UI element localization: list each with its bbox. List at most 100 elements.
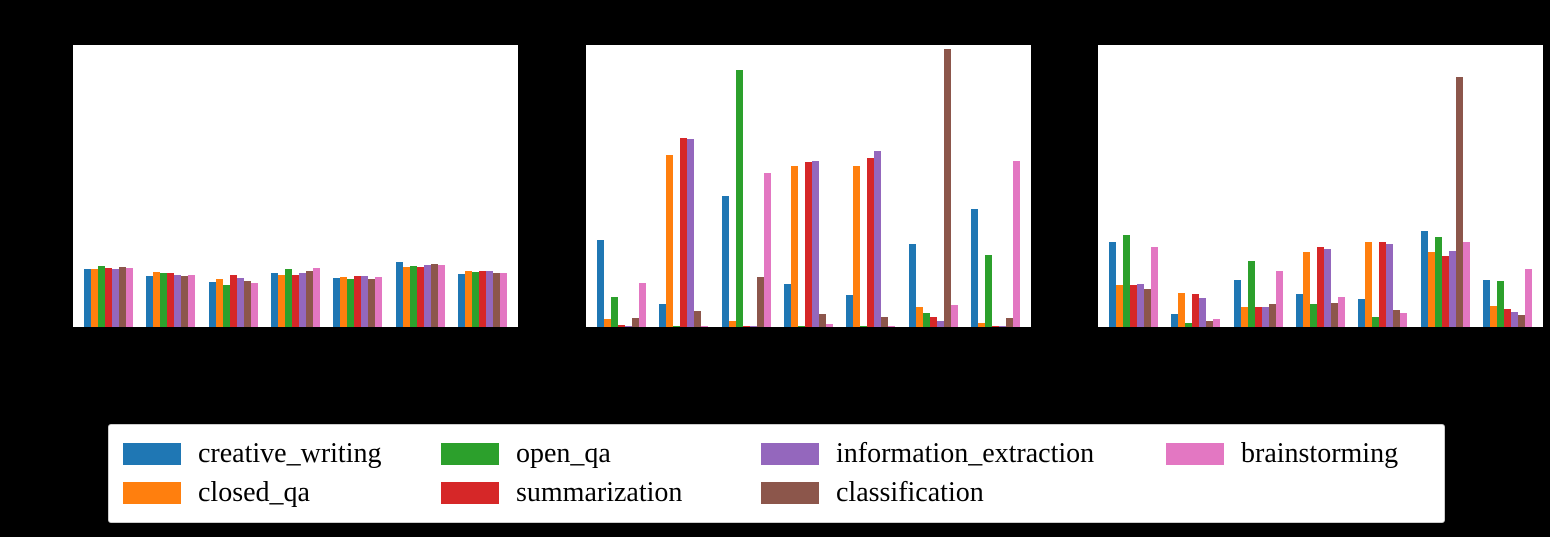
bar-open-qa	[409, 266, 417, 327]
bar-creative-writing	[270, 273, 278, 327]
bar-classification	[1330, 303, 1338, 327]
legend-label-information-extraction: information_extraction	[836, 438, 1095, 470]
bar-summarization	[617, 325, 625, 327]
bar-brainstorming	[1013, 160, 1021, 327]
bar-classification	[1206, 320, 1214, 327]
bar-classification	[818, 314, 826, 327]
bar-closed-qa	[1240, 307, 1248, 327]
bar-information-extraction	[1136, 284, 1144, 327]
chart-panel-1	[73, 45, 518, 327]
bar-group	[846, 45, 896, 327]
bar-closed-qa	[666, 154, 674, 327]
bar-summarization	[416, 267, 424, 327]
bar-closed-qa	[603, 319, 611, 327]
bar-classification	[243, 281, 251, 327]
bar-brainstorming	[1462, 242, 1470, 327]
legend-swatch-classification	[761, 481, 819, 504]
bar-information-extraction	[174, 274, 182, 327]
bar-open-qa	[1247, 260, 1255, 327]
bar-information-extraction	[999, 326, 1007, 327]
bar-open-qa	[1309, 303, 1317, 327]
bar-open-qa	[472, 271, 480, 327]
legend-entry-brainstorming[interactable]: brainstorming	[1166, 440, 1398, 468]
bar-creative-writing	[1483, 279, 1491, 327]
bar-open-qa	[673, 325, 681, 327]
legend-entry-closed-qa[interactable]: closed_qa	[123, 478, 441, 507]
legend-swatch-information-extraction	[761, 443, 819, 466]
bar-closed-qa	[728, 320, 736, 327]
bar-open-qa	[222, 285, 230, 327]
bar-summarization	[992, 326, 1000, 327]
bar-closed-qa	[1302, 252, 1310, 327]
bar-information-extraction	[361, 276, 369, 327]
bar-brainstorming	[763, 173, 771, 327]
bar-creative-writing	[659, 304, 667, 327]
bar-closed-qa	[402, 266, 410, 327]
bar-open-qa	[860, 325, 868, 327]
bar-summarization	[1316, 247, 1324, 327]
legend-entry-open-qa[interactable]: open_qa	[441, 440, 761, 468]
panel-3-plot-area	[1098, 45, 1543, 327]
bar-brainstorming	[312, 268, 320, 327]
bar-classification	[1268, 303, 1276, 327]
bar-group	[1233, 45, 1283, 327]
bar-creative-writing	[1108, 242, 1116, 327]
bar-classification	[181, 275, 189, 327]
bar-creative-writing	[908, 243, 916, 327]
bar-information-extraction	[687, 138, 695, 327]
bar-classification	[368, 279, 376, 327]
bar-closed-qa	[465, 270, 473, 327]
bar-creative-writing	[208, 281, 216, 327]
panel-1-plot-area	[73, 45, 518, 327]
bar-summarization	[229, 275, 237, 327]
bar-creative-writing	[1295, 293, 1303, 327]
bar-creative-writing	[1420, 231, 1428, 327]
bar-information-extraction	[624, 325, 632, 327]
bar-classification	[756, 276, 764, 327]
bar-closed-qa	[915, 306, 923, 327]
bar-creative-writing	[596, 239, 604, 327]
bar-classification	[1518, 315, 1526, 327]
bar-brainstorming	[437, 264, 445, 327]
bar-open-qa	[97, 265, 105, 327]
bar-summarization	[291, 274, 299, 327]
bar-summarization	[1192, 293, 1200, 327]
bar-brainstorming	[1213, 319, 1221, 327]
bar-information-extraction	[1323, 249, 1331, 327]
bar-information-extraction	[1511, 312, 1519, 327]
legend-entry-creative-writing[interactable]: creative_writing	[123, 440, 441, 468]
legend-swatch-open-qa	[441, 443, 499, 466]
bar-classification	[881, 317, 889, 327]
bar-closed-qa	[1365, 242, 1373, 327]
bar-open-qa	[347, 278, 355, 327]
bar-summarization	[104, 268, 112, 327]
bar-information-extraction	[1448, 251, 1456, 327]
bar-brainstorming	[888, 326, 896, 327]
legend-entry-information-extraction[interactable]: information_extraction	[761, 440, 1166, 468]
bar-classification	[493, 273, 501, 327]
bar-classification	[305, 270, 313, 327]
bar-open-qa	[985, 255, 993, 327]
bar-group	[146, 45, 196, 327]
bar-creative-writing	[83, 269, 91, 327]
bar-information-extraction	[811, 161, 819, 327]
legend-entry-classification[interactable]: classification	[761, 476, 1166, 508]
legend-entry-summarization[interactable]: summarization	[441, 478, 761, 507]
bar-creative-writing	[1358, 298, 1366, 327]
bar-summarization	[1129, 284, 1137, 327]
bar-creative-writing	[1233, 279, 1241, 327]
bar-group	[783, 45, 833, 327]
bar-open-qa	[735, 70, 743, 327]
bar-brainstorming	[825, 323, 833, 327]
legend-swatch-summarization	[441, 481, 499, 504]
bar-closed-qa	[277, 275, 285, 327]
bar-group	[971, 45, 1021, 327]
bar-closed-qa	[153, 271, 161, 327]
bar-group	[1295, 45, 1345, 327]
legend-label-classification: classification	[836, 476, 984, 508]
bar-brainstorming	[1525, 269, 1533, 327]
bar-closed-qa	[215, 278, 223, 327]
legend-swatch-creative-writing	[123, 443, 181, 466]
bar-summarization	[1379, 241, 1387, 327]
